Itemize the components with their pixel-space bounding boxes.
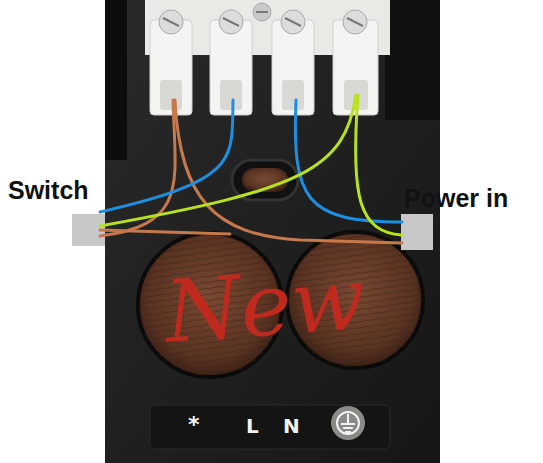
handwritten-note: New [162, 255, 367, 355]
earth-symbol [337, 412, 359, 434]
power-connector [401, 214, 433, 250]
screw-head [331, 406, 365, 440]
terminal-block [145, 0, 390, 115]
wire [100, 95, 402, 243]
terminal-marking: L [246, 416, 259, 436]
terminal-marking: N [283, 416, 300, 436]
terminal-marking: * [188, 414, 200, 436]
callout-label: Switch [8, 178, 89, 203]
label-strip [150, 405, 390, 449]
callout-label: Power in [404, 186, 508, 211]
cable-hole [138, 232, 423, 377]
